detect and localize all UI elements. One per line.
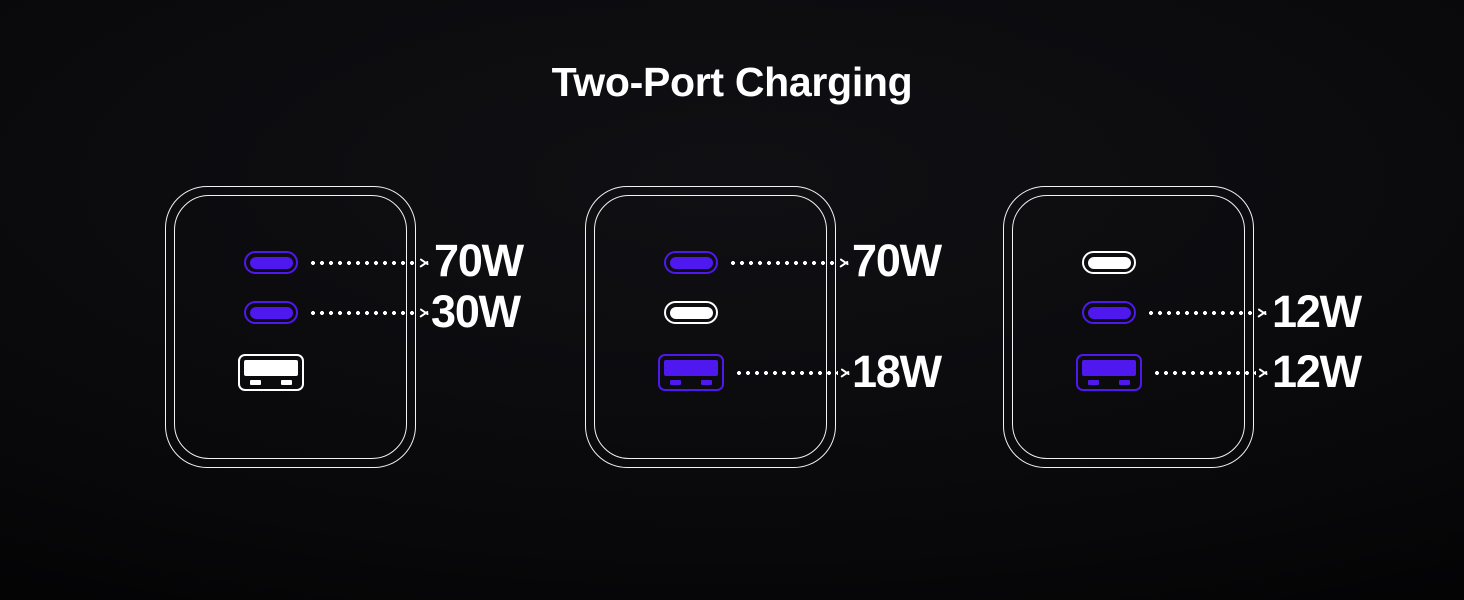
leader-line (731, 256, 851, 270)
power-label: 30W (431, 286, 521, 337)
power-label: 18W (852, 346, 942, 397)
power-label: 12W (1272, 346, 1362, 397)
dotted-line (737, 371, 838, 375)
power-label: 12W (1272, 286, 1362, 337)
page-title: Two-Port Charging (551, 59, 913, 105)
usb-a-tab (1088, 379, 1099, 385)
usb-a-tab (281, 379, 292, 385)
dotted-line (311, 311, 417, 315)
usb-a-port-active[interactable] (1076, 354, 1142, 391)
usb-c-port-active[interactable] (664, 251, 718, 274)
usb-a-bar (1082, 359, 1136, 376)
usb-a-tab (1119, 379, 1130, 385)
power-label: 70W (434, 235, 524, 286)
usb-a-bar (244, 359, 298, 376)
usb-c-port-active[interactable] (1082, 301, 1136, 324)
usb-a-bar (664, 359, 718, 376)
usb-c-port-active[interactable] (244, 301, 298, 324)
usb-c-port-inactive[interactable] (1082, 251, 1136, 274)
charger-body (1003, 186, 1254, 468)
leader-line (1149, 306, 1269, 320)
usb-a-tab (701, 379, 712, 385)
usb-c-port-active[interactable] (244, 251, 298, 274)
usb-a-port-active[interactable] (658, 354, 724, 391)
dotted-line (731, 261, 837, 265)
usb-a-tab (670, 379, 681, 385)
leader-line (311, 306, 431, 320)
arrow-right-icon (1259, 367, 1270, 380)
arrow-right-icon (420, 257, 431, 270)
arrow-right-icon (840, 257, 851, 270)
leader-line (1155, 366, 1270, 380)
power-label: 70W (852, 235, 942, 286)
usb-c-port-inactive[interactable] (664, 301, 718, 324)
charger-body-inner-outline (594, 195, 827, 459)
usb-a-tab (250, 379, 261, 385)
charger-body-inner-outline (1012, 195, 1245, 459)
charger-body-inner-outline (174, 195, 407, 459)
arrow-right-icon (841, 367, 852, 380)
dotted-line (1149, 311, 1255, 315)
arrow-right-icon (420, 307, 431, 320)
usb-a-port-inactive[interactable] (238, 354, 304, 391)
charger-body (585, 186, 836, 468)
dotted-line (311, 261, 417, 265)
leader-line (311, 256, 431, 270)
leader-line (737, 366, 852, 380)
dotted-line (1155, 371, 1256, 375)
charger-body (165, 186, 416, 468)
arrow-right-icon (1258, 307, 1269, 320)
